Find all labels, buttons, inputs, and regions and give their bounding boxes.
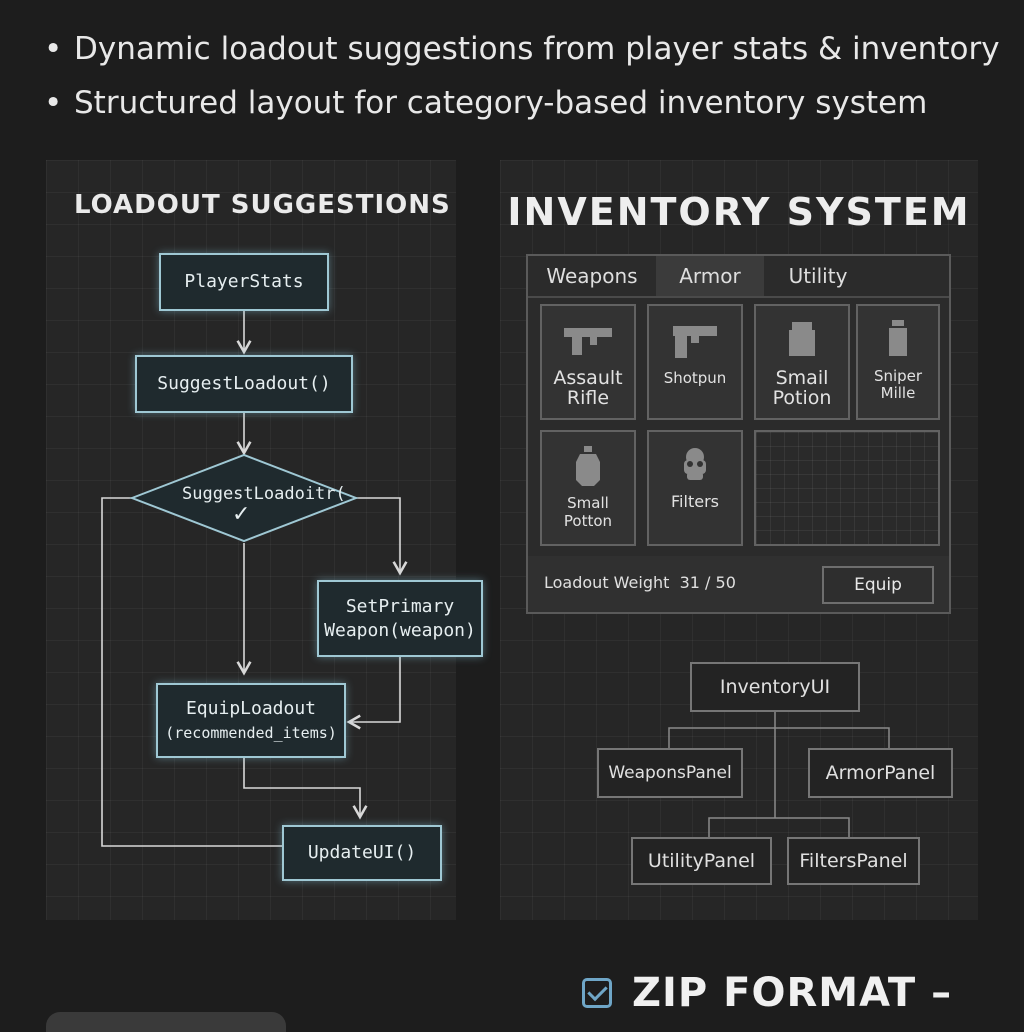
loadout-suggestions-panel: LOADOUT SUGGESTIONS PlayerStats SuggestL… bbox=[46, 160, 483, 920]
loadout-panel-title: LOADOUT SUGGESTIONS bbox=[74, 190, 451, 220]
decision-label: SuggestLoadoitr( bbox=[182, 484, 346, 504]
set-primary-label: Weapon(weapon) bbox=[324, 619, 476, 641]
bullet-item: • Structured layout for category-based in… bbox=[44, 76, 1000, 130]
tab-weapons[interactable]: Weapons bbox=[546, 264, 638, 288]
feature-bullets: • Dynamic loadout suggestions from player… bbox=[44, 22, 1000, 130]
bullet-text: Dynamic loadout suggestions from player … bbox=[74, 31, 1000, 67]
player-stats-node: PlayerStats bbox=[159, 253, 329, 311]
shotgun-icon bbox=[649, 318, 741, 362]
inventory-panel-title: INVENTORY SYSTEM bbox=[507, 190, 971, 234]
equip-loadout-args: (recommended_items) bbox=[165, 723, 337, 742]
tree-root-inventoryui: InventoryUI bbox=[690, 662, 860, 712]
arrow-setprimary-to-equip bbox=[346, 657, 401, 730]
player-stats-label: PlayerStats bbox=[184, 271, 304, 292]
equip-loadout-node: EquipLoadout (recommended_items) bbox=[156, 683, 346, 758]
small-potion-icon bbox=[542, 444, 634, 492]
equip-loadout-label: EquipLoadout bbox=[185, 697, 317, 719]
tab-armor[interactable]: Armor bbox=[656, 256, 764, 296]
bullet-dot: • bbox=[44, 31, 63, 67]
checkbox-icon bbox=[582, 978, 612, 1008]
tree-node-filterspanel: FiltersPanel bbox=[787, 837, 920, 885]
category-tabs: Weapons Armor Utility bbox=[528, 256, 949, 298]
rifle-icon bbox=[542, 318, 634, 358]
weight-value: 31 / 50 bbox=[679, 573, 736, 592]
item-slot-shotgun[interactable]: Shotpun bbox=[647, 304, 743, 420]
empty-slot-grid bbox=[754, 430, 940, 546]
bullet-text: Structured layout for category-based inv… bbox=[74, 85, 928, 121]
bottom-heading-text: ZIP FORMAT – bbox=[632, 970, 953, 1016]
item-label: Shotpun bbox=[663, 369, 727, 387]
set-primary-weapon-node: SetPrimary Weapon(weapon) bbox=[317, 580, 483, 657]
sniper-icon bbox=[858, 318, 938, 362]
tree-node-utilitypanel: UtilityPanel bbox=[631, 837, 772, 885]
potion-icon bbox=[756, 318, 848, 362]
bottom-heading: ZIP FORMAT – bbox=[582, 970, 952, 1016]
bottom-card-edge bbox=[46, 1012, 286, 1032]
tree-node-armorpanel: ArmorPanel bbox=[808, 748, 953, 798]
flowchart-connectors bbox=[101, 310, 408, 847]
bullet-dot: • bbox=[44, 85, 63, 121]
tab-utility[interactable]: Utility bbox=[788, 264, 848, 288]
item-label: Filters bbox=[671, 492, 719, 511]
arrow-equip-to-update bbox=[243, 758, 368, 820]
equip-button[interactable]: Equip bbox=[822, 566, 934, 604]
check-icon: ✓ bbox=[232, 502, 251, 527]
decision-diamond bbox=[129, 453, 359, 543]
update-ui-node: UpdateUI() bbox=[282, 825, 442, 881]
set-primary-label: SetPrimary bbox=[345, 595, 455, 617]
weight-label: Loadout Weight bbox=[544, 573, 670, 592]
filter-mask-icon bbox=[649, 444, 741, 488]
suggest-loadout-label: SuggestLoadout() bbox=[157, 373, 331, 394]
update-ui-label: UpdateUI() bbox=[307, 842, 417, 863]
bullet-item: • Dynamic loadout suggestions from player… bbox=[44, 22, 1000, 76]
arrow-decision-to-setprimary bbox=[356, 497, 408, 576]
item-slot-filters[interactable]: Filters bbox=[647, 430, 743, 546]
suggest-loadout-node: SuggestLoadout() bbox=[135, 355, 353, 413]
tree-node-weaponspanel: WeaponsPanel bbox=[597, 748, 743, 798]
loadout-weight: Loadout Weight 31 / 50 bbox=[544, 573, 736, 592]
arrow-decision-to-update bbox=[101, 497, 282, 847]
